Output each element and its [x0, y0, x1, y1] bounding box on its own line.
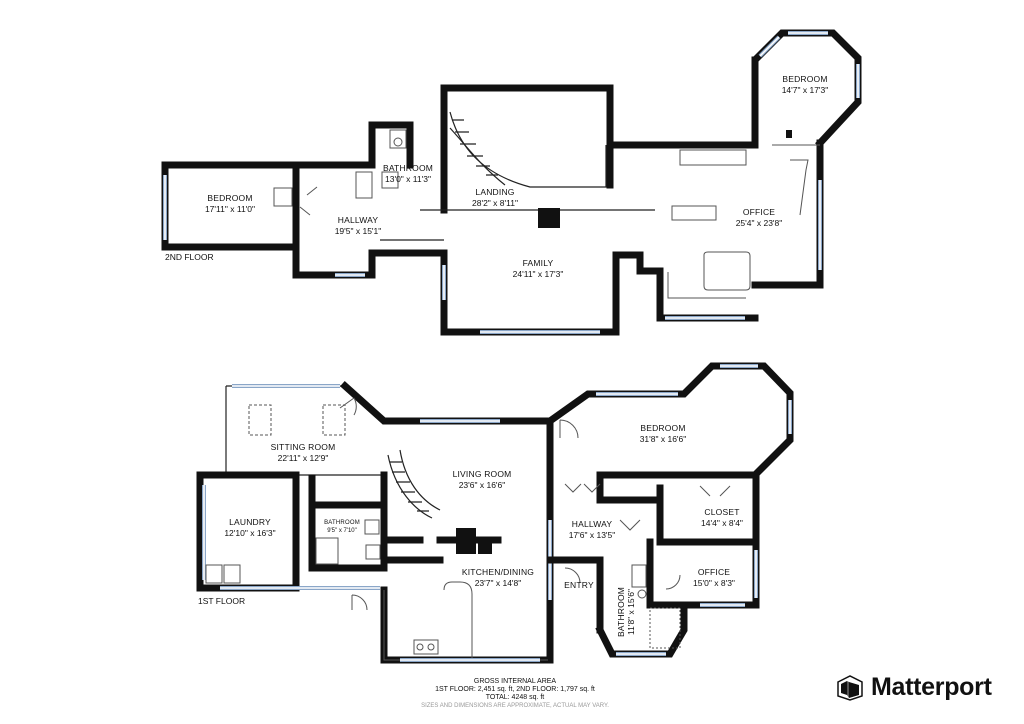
second-floor-plan — [161, 29, 862, 336]
first-floor-hallway-walls — [546, 519, 641, 634]
room-name-landing: LANDING — [475, 187, 514, 197]
first-floor-bathroom-vertical-walls — [595, 564, 688, 658]
room-dim-living: 23'6" x 16'6" — [459, 480, 506, 490]
room-dim-kitchen: 23'7" x 14'8" — [475, 578, 522, 588]
first-floor-stair — [387, 449, 441, 519]
first-floor-label: 1ST FLOOR — [198, 596, 245, 606]
first-floor-office-walls — [646, 538, 760, 609]
second-floor-bathroom-walls — [355, 121, 414, 199]
room-dim-bathroom-small: 9'5" x 7'10" — [327, 528, 357, 534]
matterport-logo-icon — [837, 674, 863, 701]
matterport-brand: Matterport — [836, 673, 992, 702]
room-name-living: LIVING ROOM — [453, 469, 512, 479]
room-dim-laundry: 12'10" x 16'3" — [224, 528, 275, 538]
room-dim-hallway-2f: 19'5" x 15'1" — [335, 226, 382, 236]
area-disclaimer: SIZES AND DIMENSIONS ARE APPROXIMATE, AC… — [421, 703, 609, 709]
room-dim-family: 24'11" x 17'3" — [513, 269, 564, 279]
room-name-closet: CLOSET — [704, 507, 739, 517]
room-dim-office-2f: 25'4" x 23'8" — [736, 218, 783, 228]
room-name-bathroom-2f: BATHROOM — [383, 163, 433, 173]
room-dim-bedroom-1f: 31'8" x 16'6" — [640, 434, 687, 444]
room-name-hallway-2f: HALLWAY — [338, 215, 379, 225]
second-floor-label: 2ND FLOOR — [165, 252, 214, 262]
room-name-kitchen: KITCHEN/DINING — [462, 567, 534, 577]
room-name-office-2f: OFFICE — [743, 207, 775, 217]
room-dim-landing: 28'2" x 8'11" — [472, 198, 518, 208]
area-total-line: TOTAL: 4248 sq. ft — [486, 694, 545, 701]
first-floor-sitting-room-walls — [225, 381, 554, 476]
second-floor-hallway-walls — [292, 121, 664, 336]
room-name-bedroom-1f: BEDROOM — [640, 423, 685, 433]
first-floor-bathroom-small-walls — [292, 471, 388, 572]
room-dim-hallway-1f: 17'6" x 13'5" — [569, 530, 616, 540]
area-title: GROSS INTERNAL AREA — [474, 678, 557, 685]
room-dim-bathroom-2f: 13'0" x 11'3" — [385, 174, 431, 184]
first-floor-plan — [196, 362, 794, 664]
room-name-family: FAMILY — [523, 258, 554, 268]
first-floor-living-kitchen-walls — [351, 417, 554, 664]
room-name-bedroom-east: BEDROOM — [782, 74, 827, 84]
room-dim-closet: 14'4" x 8'4" — [701, 518, 743, 528]
area-floors-line: 1ST FLOOR: 2,451 sq. ft, 2ND FLOOR: 1,79… — [435, 686, 595, 693]
matterport-wordmark: Matterport — [871, 673, 992, 701]
first-floor-laundry-walls — [196, 471, 380, 592]
room-dim-office-1f: 15'0" x 8'3" — [693, 578, 735, 588]
room-name-entry: ENTRY — [564, 580, 594, 590]
second-floor-bedroom-east-walls — [751, 29, 862, 149]
room-dim-bedroom-west: 17'11" x 11'0" — [205, 204, 255, 214]
room-name-bathroom-small: BATHROOM — [324, 520, 360, 526]
room-name-hallway-1f: HALLWAY — [572, 519, 613, 529]
room-name-bathroom-vertical: BATHROOM — [616, 587, 626, 637]
room-dim-bathroom-vertical: 11'8" x 15'6" — [626, 589, 636, 635]
room-name-bedroom-west: BEDROOM — [207, 193, 252, 203]
first-floor-bedroom-walls — [545, 362, 794, 546]
second-floor-bedroom-west-walls — [161, 161, 300, 251]
second-floor-office-walls — [606, 56, 824, 322]
room-label-bathroom-vertical: BATHROOM 11'8" x 15'6" — [616, 587, 636, 637]
room-dim-sitting: 22'11" x 12'9" — [278, 453, 329, 463]
room-name-sitting: SITTING ROOM — [271, 442, 336, 452]
room-name-office-1f: OFFICE — [698, 567, 730, 577]
room-name-laundry: LAUNDRY — [229, 517, 271, 527]
second-floor-landing-walls — [420, 84, 655, 228]
first-floor-closet-walls — [656, 484, 760, 546]
room-dim-bedroom-east: 14'7" x 17'3" — [782, 85, 829, 95]
